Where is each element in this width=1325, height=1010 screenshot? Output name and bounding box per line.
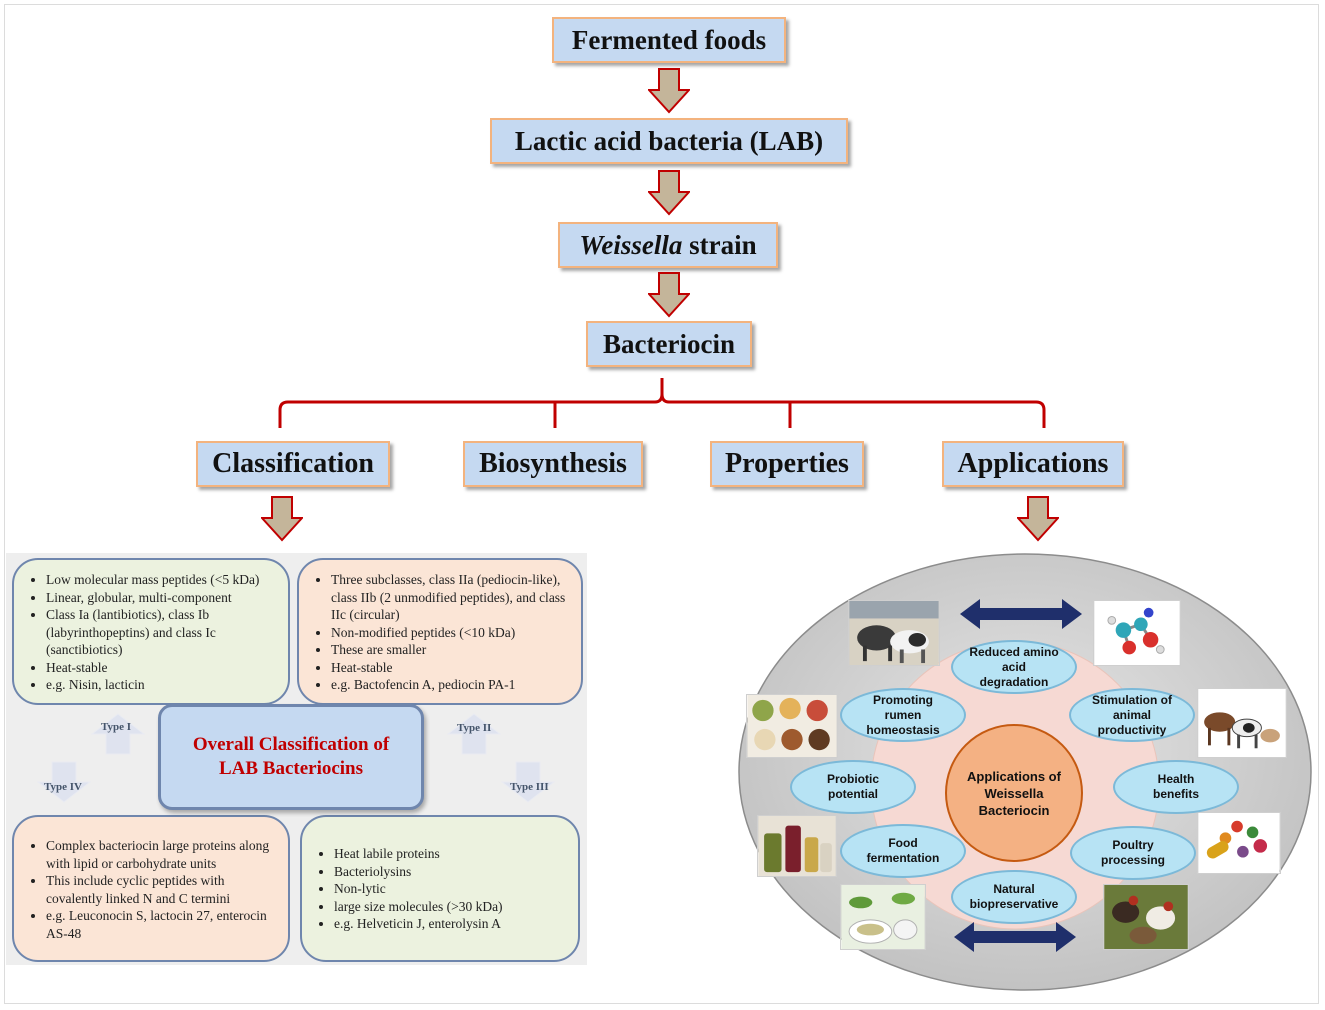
lab-box: Lactic acid bacteria (LAB) <box>490 118 848 164</box>
down-arrow-icon <box>261 496 303 542</box>
type3-item: Non-lytic <box>334 880 578 898</box>
double-headed-arrow-icon <box>954 922 1076 952</box>
type1-item: Class Ia (lantibiotics), class Ib (labyr… <box>46 606 288 659</box>
type1-item: Linear, globular, multi-component <box>46 589 288 607</box>
branch-bracket <box>278 378 1046 428</box>
double-headed-arrow-icon <box>960 599 1082 629</box>
node-label: Reduced amino acid degradation <box>969 644 1059 689</box>
type2-item: Three subclasses, class IIa (pediocin-li… <box>331 571 567 624</box>
type2-arrow-icon <box>446 713 502 755</box>
type4-item: This include cyclic peptides with covale… <box>46 872 276 907</box>
node-reduced-amino-acid-degradation: Reduced amino acid degradation <box>951 640 1077 694</box>
type3-box: Heat labile proteins Bacteriolysins Non-… <box>300 815 580 962</box>
properties-label: Properties <box>725 448 849 479</box>
properties-box: Properties <box>710 441 864 487</box>
overall-classification-box: Overall Classification of LAB Bacterioci… <box>158 704 424 810</box>
applications-hub: Applications of Weissella Bacteriocin <box>945 724 1083 862</box>
down-arrow-icon <box>648 170 690 216</box>
foods-photo-icon <box>746 694 838 758</box>
center-title-line1: Overall Classification of <box>192 734 390 755</box>
weissella-label: Weissella strain <box>579 230 756 261</box>
type3-item: large size molecules (>30 kDa) <box>334 898 578 916</box>
figure-frame <box>4 4 1319 1004</box>
fermented-foods-box: Fermented foods <box>552 17 786 63</box>
farm-animals-photo-icon <box>1197 688 1287 758</box>
type2-item: These are smaller <box>331 641 567 659</box>
type4-label: Type IV <box>44 781 82 793</box>
hub-label: Applications of Weissella Bacteriocin <box>967 768 1061 818</box>
type2-item: e.g. Bactofencin A, pediocin PA-1 <box>331 676 567 694</box>
down-arrow-icon <box>648 68 690 114</box>
jars-photo-icon <box>757 815 837 877</box>
type3-item: e.g. Helveticin J, enterolysin A <box>334 915 578 933</box>
weissella-italic: Weissella <box>579 229 683 260</box>
classification-label: Classification <box>212 448 374 479</box>
type1-arrow-icon <box>90 713 146 755</box>
node-label: Health benefits <box>1152 772 1199 801</box>
type1-label: Type I <box>101 721 132 733</box>
down-arrow-icon <box>648 272 690 318</box>
type2-item: Non-modified peptides (<10 kDa) <box>331 624 567 642</box>
type3-item: Bacteriolysins <box>334 863 578 881</box>
node-label: Natural biopreservative <box>969 882 1059 911</box>
classification-box: Classification <box>196 441 390 487</box>
cattle-photo-icon <box>848 600 940 666</box>
type4-item: e.g. Leuconocin S, lactocin 27, enteroci… <box>46 907 276 942</box>
node-probiotic-potential: Probiotic potential <box>790 760 916 814</box>
bacteriocin-box: Bacteriocin <box>586 321 752 367</box>
type4-item: Complex bacteriocin large proteins along… <box>46 837 276 872</box>
lab-label: Lactic acid bacteria (LAB) <box>514 125 824 156</box>
node-label: Poultry processing <box>1100 838 1166 867</box>
node-label: Probiotic potential <box>826 772 879 801</box>
biosynthesis-label: Biosynthesis <box>479 448 627 479</box>
type1-item: Low molecular mass peptides (<5 kDa) <box>46 571 288 589</box>
molecule-photo-icon <box>1093 600 1181 666</box>
node-natural-biopreservative: Natural biopreservative <box>951 870 1077 924</box>
node-promoting-rumen-homeostasis: Promoting rumen homeostasis <box>840 688 966 742</box>
herbs-photo-icon <box>840 884 926 950</box>
node-label: Food fermentation <box>866 836 940 865</box>
type1-item: e.g. Nisin, lacticin <box>46 676 288 694</box>
type2-box: Three subclasses, class IIa (pediocin-li… <box>297 558 583 705</box>
type1-item: Heat-stable <box>46 659 288 677</box>
biosynthesis-box: Biosynthesis <box>463 441 643 487</box>
weissella-strain-box: Weissella strain <box>558 222 778 268</box>
fermented-foods-label: Fermented foods <box>571 24 767 55</box>
applications-box: Applications <box>942 441 1124 487</box>
node-label: Stimulation of animal productivity <box>1092 692 1172 737</box>
supplements-photo-icon <box>1197 812 1281 874</box>
node-health-benefits: Health benefits <box>1113 760 1239 814</box>
type2-item: Heat-stable <box>331 659 567 677</box>
down-arrow-icon <box>1017 496 1059 542</box>
center-title-line2: LAB Bacteriocins <box>218 758 364 779</box>
node-label: Promoting rumen homeostasis <box>866 692 940 737</box>
bacteriocin-label: Bacteriocin <box>603 328 735 359</box>
type3-label: Type III <box>510 781 549 793</box>
type4-box: Complex bacteriocin large proteins along… <box>12 815 290 962</box>
type3-arrow-icon <box>500 761 556 803</box>
strain-text: strain <box>682 229 757 260</box>
type1-box: Low molecular mass peptides (<5 kDa) Lin… <box>12 558 290 705</box>
applications-label: Applications <box>957 448 1109 479</box>
poultry-photo-icon <box>1103 884 1189 950</box>
node-poultry-processing: Poultry processing <box>1070 826 1196 880</box>
node-stimulation-animal-productivity: Stimulation of animal productivity <box>1069 688 1195 742</box>
type3-item: Heat labile proteins <box>334 845 578 863</box>
type2-label: Type II <box>457 722 492 734</box>
node-food-fermentation: Food fermentation <box>840 824 966 878</box>
type4-arrow-icon <box>36 761 92 803</box>
